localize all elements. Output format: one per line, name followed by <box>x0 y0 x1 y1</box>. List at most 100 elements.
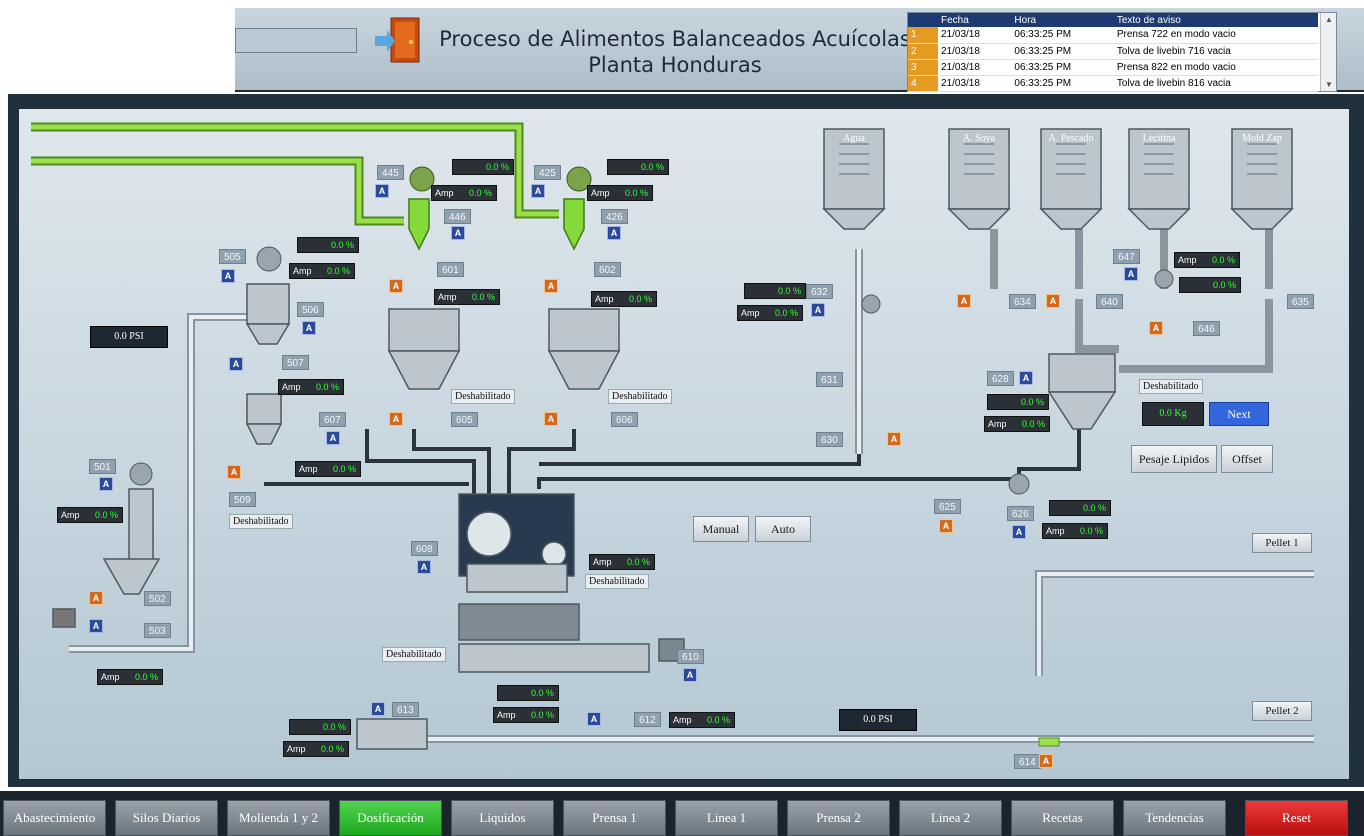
tag-634[interactable]: 634 <box>1009 294 1036 309</box>
mode-a-box[interactable]: A <box>99 477 113 491</box>
next-button[interactable]: Next <box>1209 402 1269 426</box>
tag-631[interactable]: 631 <box>816 372 843 387</box>
mode-a-box[interactable]: A <box>531 184 545 198</box>
alarm-scrollbar[interactable]: ▲ ▼ <box>1320 13 1336 91</box>
tag-647[interactable]: 647 <box>1113 249 1140 264</box>
offset-button[interactable]: Offset <box>1221 445 1273 473</box>
tag-626[interactable]: 626 <box>1007 506 1034 521</box>
tag-606[interactable]: 606 <box>611 412 638 427</box>
mode-a-box[interactable]: A <box>607 226 621 240</box>
tag-614[interactable]: 614 <box>1014 754 1041 769</box>
mode-a-box[interactable]: A <box>1046 294 1060 308</box>
tag-426[interactable]: 426 <box>601 209 628 224</box>
pellet-2-button[interactable]: Pellet 2 <box>1252 701 1312 721</box>
tag-601[interactable]: 601 <box>437 262 464 277</box>
mode-a-box[interactable]: A <box>89 591 103 605</box>
mode-a-box[interactable]: A <box>544 412 558 426</box>
nav-prensa-2[interactable]: Prensa 2 <box>787 800 890 836</box>
mode-a-box[interactable]: A <box>326 431 340 445</box>
tag-607[interactable]: 607 <box>319 412 346 427</box>
header-input-field[interactable] <box>235 28 357 53</box>
mode-a-box[interactable]: A <box>89 619 103 633</box>
mode-a-box[interactable]: A <box>683 668 697 682</box>
mode-a-box[interactable]: A <box>957 294 971 308</box>
mode-a-box[interactable]: A <box>221 269 235 283</box>
tank-pescado-label: A. Pescado <box>1048 133 1094 144</box>
mode-a-box[interactable]: A <box>389 412 403 426</box>
mode-a-box[interactable]: A <box>417 560 431 574</box>
mode-a-box[interactable]: A <box>371 702 385 716</box>
mode-a-box[interactable]: A <box>1039 754 1053 768</box>
tag-635[interactable]: 635 <box>1287 294 1314 309</box>
tag-602[interactable]: 602 <box>594 262 621 277</box>
mode-a-box[interactable]: A <box>1124 267 1138 281</box>
mode-a-box[interactable]: A <box>227 465 241 479</box>
pellet-1-button[interactable]: Pellet 1 <box>1252 533 1312 553</box>
mode-a-box[interactable]: A <box>302 321 316 335</box>
alarm-row[interactable]: 1 21/03/18 06:33:25 PM Prensa 722 en mod… <box>908 27 1318 44</box>
tag-630[interactable]: 630 <box>816 432 843 447</box>
alarm-text: Tolva de livebin 716 vacia <box>1113 43 1318 60</box>
tag-610[interactable]: 610 <box>677 649 704 664</box>
tag-612[interactable]: 612 <box>634 712 661 727</box>
alarm-row[interactable]: 2 21/03/18 06:33:25 PM Tolva de livebin … <box>908 43 1318 60</box>
mode-a-box[interactable]: A <box>1149 321 1163 335</box>
mode-a-box[interactable]: A <box>939 519 953 533</box>
mode-a-box[interactable]: A <box>389 279 403 293</box>
nav-dosificacion[interactable]: Dosificación <box>339 800 442 836</box>
tag-506[interactable]: 506 <box>297 302 324 317</box>
mode-a-box[interactable]: A <box>587 712 601 726</box>
tank-lecitina-label: Lecitina <box>1142 133 1176 144</box>
nav-prensa-1[interactable]: Prensa 1 <box>563 800 666 836</box>
pesaje-lipidos-button[interactable]: Pesaje Lipidos <box>1131 445 1217 473</box>
tag-613[interactable]: 613 <box>392 702 419 717</box>
tag-608[interactable]: 608 <box>411 541 438 556</box>
tag-628[interactable]: 628 <box>987 371 1014 386</box>
tag-507[interactable]: 507 <box>282 355 309 370</box>
disabled-label-509: Deshabilitado <box>229 514 293 529</box>
mode-a-box[interactable]: A <box>229 357 243 371</box>
nav-silos-diarios[interactable]: Silos Diarios <box>115 800 218 836</box>
tag-505[interactable]: 505 <box>219 249 246 264</box>
alarm-col-texto[interactable]: Texto de aviso <box>1113 13 1318 27</box>
scroll-up-icon[interactable]: ▲ <box>1325 15 1333 24</box>
manual-button[interactable]: Manual <box>693 516 749 542</box>
alarm-row[interactable]: 3 21/03/18 06:33:25 PM Prensa 822 en mod… <box>908 59 1318 76</box>
tag-501[interactable]: 501 <box>89 459 116 474</box>
nav-liquidos[interactable]: Liquidos <box>451 800 554 836</box>
tag-445[interactable]: 445 <box>377 165 404 180</box>
alarm-row[interactable]: 4 21/03/18 06:33:25 PM Tolva de livebin … <box>908 75 1318 92</box>
alarm-col-fecha[interactable]: Fecha <box>938 13 1012 27</box>
tag-640[interactable]: 640 <box>1096 294 1123 309</box>
tag-646[interactable]: 646 <box>1193 321 1220 336</box>
mode-a-box[interactable]: A <box>544 279 558 293</box>
mode-a-box[interactable]: A <box>887 432 901 446</box>
mode-a-box[interactable]: A <box>811 303 825 317</box>
tag-632[interactable]: 632 <box>806 284 833 299</box>
tag-446[interactable]: 446 <box>444 209 471 224</box>
tag-503[interactable]: 503 <box>144 623 171 638</box>
nav-recetas[interactable]: Recetas <box>1011 800 1114 836</box>
alarm-list[interactable]: Fecha Hora Texto de aviso 1 21/03/18 06:… <box>907 12 1337 92</box>
nav-molienda[interactable]: Molienda 1 y 2 <box>227 800 330 836</box>
tag-502[interactable]: 502 <box>144 591 171 606</box>
mode-a-box[interactable]: A <box>1019 371 1033 385</box>
alarm-col-hora[interactable]: Hora <box>1011 13 1114 27</box>
reset-button[interactable]: Reset <box>1245 800 1348 836</box>
mode-a-box[interactable]: A <box>375 184 389 198</box>
auto-button[interactable]: Auto <box>755 516 811 542</box>
nav-tendencias[interactable]: Tendencias <box>1123 800 1226 836</box>
scroll-down-icon[interactable]: ▼ <box>1325 80 1333 89</box>
tag-605[interactable]: 605 <box>451 412 478 427</box>
nav-linea-2[interactable]: Linea 2 <box>899 800 1002 836</box>
nav-linea-1[interactable]: Linea 1 <box>675 800 778 836</box>
tag-509[interactable]: 509 <box>229 492 256 507</box>
nav-abastecimiento[interactable]: Abastecimiento <box>3 800 106 836</box>
exit-door-icon[interactable] <box>373 16 425 66</box>
mode-a-box[interactable]: A <box>451 226 465 240</box>
tag-625[interactable]: 625 <box>934 499 961 514</box>
mode-a-box[interactable]: A <box>1012 525 1026 539</box>
tag-425[interactable]: 425 <box>534 165 561 180</box>
bottom-navigation: Abastecimiento Silos Diarios Molienda 1 … <box>0 791 1364 836</box>
